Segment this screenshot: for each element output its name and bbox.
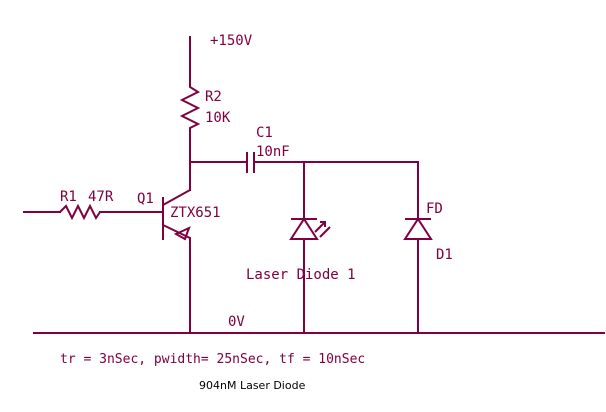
supply-label: +150V [210,33,253,49]
r2-resistor [179,80,201,134]
laser-emission-arrow-1 [314,221,326,233]
d1-triangle [403,217,433,240]
laser-diode-label: Laser Diode 1 [246,267,356,283]
r1-value: 47R [88,189,114,205]
d1-part: FD [426,201,443,217]
timing-note: tr = 3nSec, pwidth= 25nSec, tf = 10nSec [60,352,365,367]
r1-resistor [59,203,101,221]
ground-label: 0V [228,314,245,330]
c1-ref: C1 [256,125,273,141]
laser-emission-arrowhead-1 [320,221,326,227]
d1-ref: D1 [436,247,453,263]
r2-ref: R2 [205,89,222,105]
r2-value: 10K [205,110,231,126]
c1-value: 10nF [256,144,290,160]
q1-part: ZTX651 [170,205,221,221]
q1-ref: Q1 [137,191,154,207]
caption: 904nM Laser Diode [199,379,306,392]
q1-collector-leg [162,189,191,206]
q1-emitter-arrow [173,226,191,241]
laser-emission-arrow-2 [319,226,331,238]
r1-ref: R1 [60,189,77,205]
laser-diode-triangle [289,217,319,240]
